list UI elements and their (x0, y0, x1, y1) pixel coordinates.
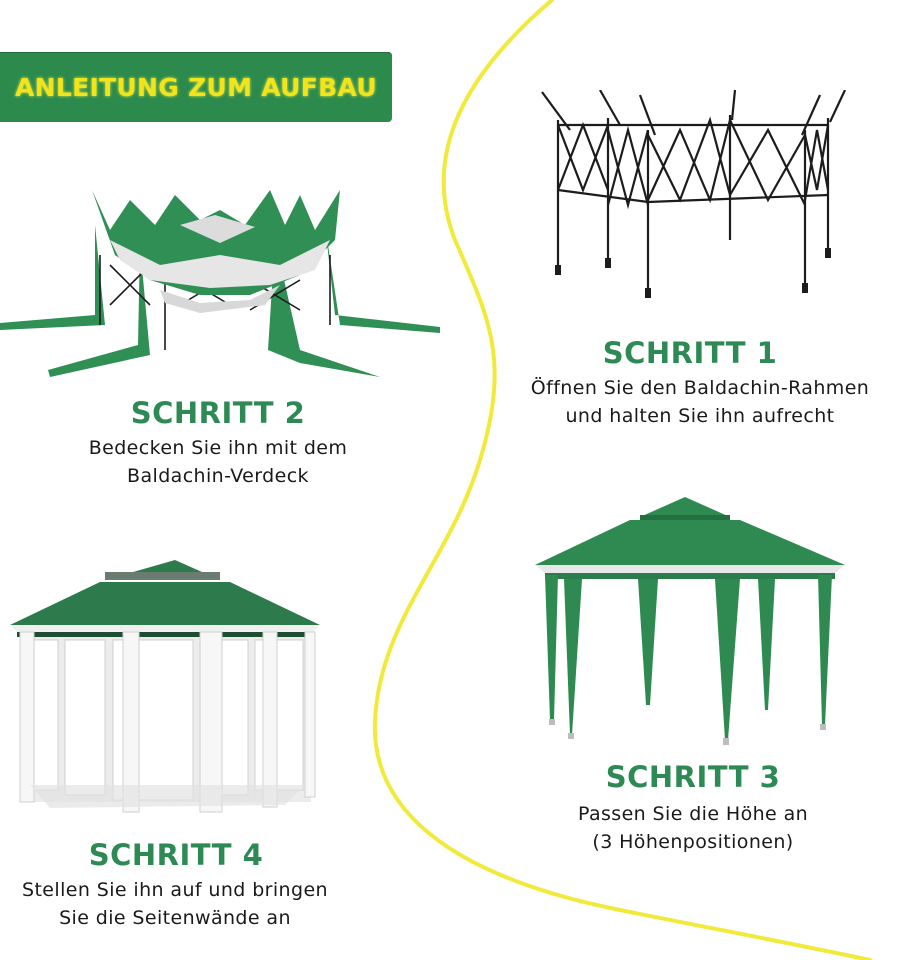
step-3-description: Passen Sie die Höhe an (3 Höhenpositione… (493, 800, 893, 856)
step-4-title: SCHRITT 4 (88, 838, 264, 872)
instruction-banner: ANLEITUNG ZUM AUFBAU (0, 52, 392, 122)
step-1-line-2: und halten Sie ihn aufrecht (565, 405, 835, 427)
step-1-title: SCHRITT 1 (602, 336, 778, 370)
step-2-description: Bedecken Sie ihn mit dem Baldachin-Verde… (18, 434, 418, 490)
step-2-line-1: Bedecken Sie ihn mit dem (88, 437, 348, 459)
step-1-description: Öffnen Sie den Baldachin-Rahmen und halt… (500, 374, 900, 430)
step-4-description: Stellen Sie ihn auf und bringen Sie die … (0, 876, 375, 932)
step-4-line-2: Sie die Seitenwände an (59, 907, 291, 929)
gazebo-sidewalls-illustration (10, 560, 320, 813)
step-4-line-1: Stellen Sie ihn auf und bringen (22, 879, 328, 901)
step-2-title: SCHRITT 2 (130, 396, 306, 430)
step-1-line-1: Öffnen Sie den Baldachin-Rahmen (530, 377, 870, 399)
step-3-title: SCHRITT 3 (605, 760, 781, 794)
step-3-line-2: (3 Höhenpositionen) (592, 831, 794, 853)
canopy-illustration (0, 190, 440, 377)
gazebo-illustration (535, 497, 845, 745)
step-3-line-1: Passen Sie die Höhe an (577, 803, 809, 825)
step-2-line-2: Baldachin-Verdeck (127, 465, 309, 487)
frame-illustration (541, 90, 846, 298)
banner-title: ANLEITUNG ZUM AUFBAU (15, 72, 377, 102)
